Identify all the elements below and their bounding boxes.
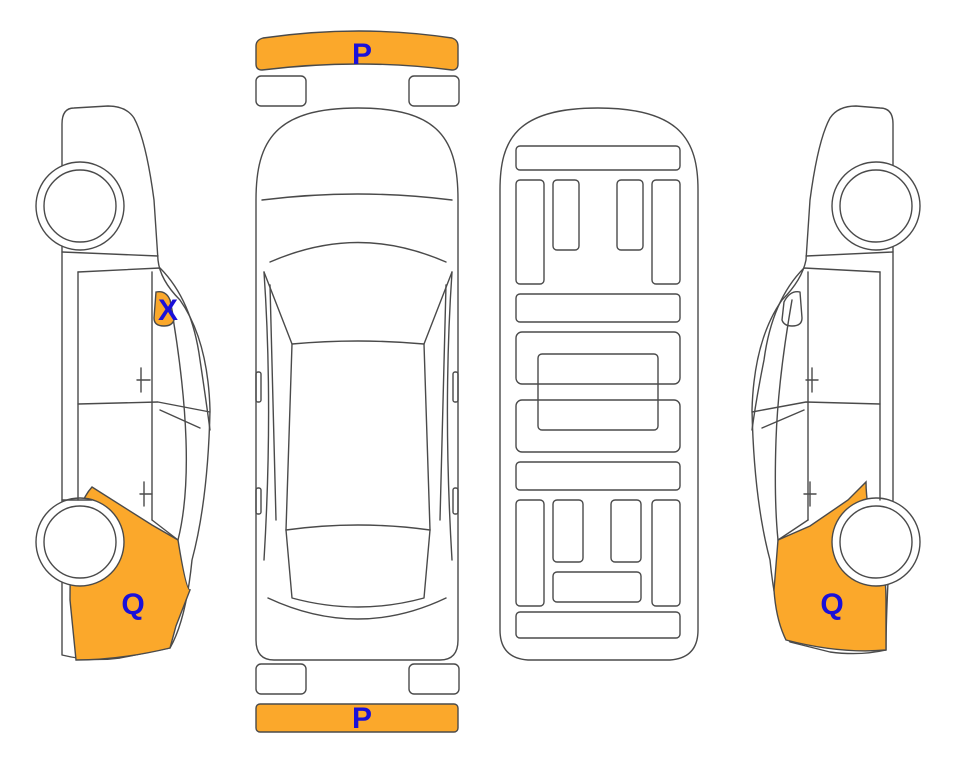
right-front-wheel — [831, 161, 921, 251]
left-front-wheel — [35, 161, 125, 251]
right-side-body — [751, 105, 894, 655]
front-bumper-panel[interactable] — [255, 30, 459, 71]
right-rear-wheel — [831, 497, 921, 587]
car-underbody-view — [499, 107, 699, 661]
rear-bumper-group: P — [255, 663, 460, 735]
left-mirror[interactable] — [153, 290, 175, 327]
car-left-side-view: X Q — [35, 105, 211, 661]
rear-right-sensor — [408, 663, 460, 695]
car-right-side-view: Q — [751, 105, 921, 655]
rear-left-sensor — [255, 663, 307, 695]
left-rear-wheel — [35, 497, 125, 587]
front-left-sensor — [255, 75, 307, 107]
front-bumper-label: P — [352, 38, 372, 71]
left-rear-quarter-label: Q — [121, 588, 144, 621]
rear-bumper-label: P — [352, 702, 372, 735]
car-top-view — [255, 107, 459, 661]
top-view-body — [255, 107, 459, 661]
rear-bumper-panel[interactable] — [255, 703, 459, 733]
right-rear-quarter-label: Q — [820, 588, 843, 621]
left-mirror-label: X — [158, 294, 178, 327]
front-right-sensor — [408, 75, 460, 107]
underbody-outline — [499, 107, 699, 661]
front-bumper-group: P — [255, 30, 460, 107]
